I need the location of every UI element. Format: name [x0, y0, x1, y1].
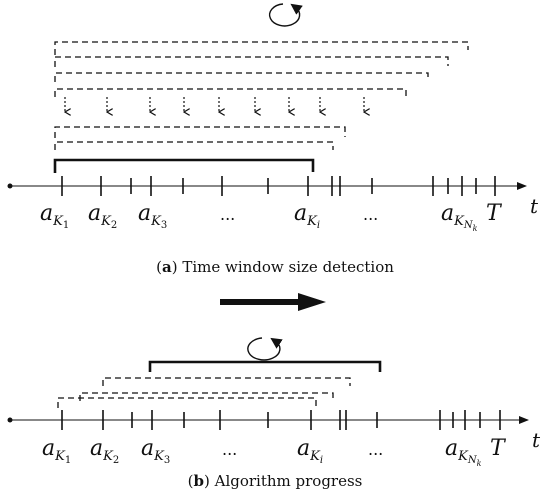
- label-a-k3: aK3: [138, 201, 167, 231]
- label-ellipsis-2: ...: [363, 205, 378, 224]
- label-T: T: [490, 436, 507, 461]
- caption-b-text: Algorithm progress: [214, 472, 363, 490]
- dashed-window: [54, 88, 407, 97]
- dashed-window: [54, 72, 429, 82]
- panel-a: aK1 aK2 aK3 ... aKi ... aKNk T t: [7, 3, 539, 233]
- progress-arrow-icon: [220, 293, 326, 311]
- timeline-a-labels: aK1 aK2 aK3 ... aKi ... aKNk T t: [40, 194, 539, 233]
- caption-a: (a) Time window size detection: [156, 258, 394, 276]
- label-a-ki: aKi: [294, 201, 320, 231]
- caption-b: (b) Algorithm progress: [187, 472, 363, 490]
- caption-a-letter: a: [161, 258, 172, 276]
- cycle-icon: [247, 337, 283, 361]
- label-t: t: [530, 194, 539, 218]
- dashed-window-stack-bottom: [54, 126, 346, 150]
- solid-window: [148, 360, 382, 372]
- label-a-k3: aK3: [141, 436, 170, 466]
- event-ticks: [61, 410, 501, 430]
- caption-a-text: Time window size detection: [182, 258, 394, 276]
- label-a-k2: aK2: [88, 201, 117, 231]
- label-ellipsis-2: ...: [368, 440, 383, 459]
- label-a-kn: aKNk: [445, 436, 482, 468]
- dashed-window: [54, 56, 449, 67]
- caption-b-letter: b: [193, 472, 204, 490]
- dashed-window: [54, 41, 469, 55]
- label-T: T: [486, 201, 503, 226]
- dashed-window-stack: [57, 377, 351, 408]
- label-t: t: [532, 428, 541, 452]
- label-a-kn: aKNk: [441, 201, 478, 233]
- dashed-window: [57, 397, 317, 408]
- timeline-a: [7, 176, 527, 196]
- label-a-k1: aK1: [40, 201, 69, 231]
- label-ellipsis-1: ...: [220, 205, 235, 224]
- panel-b: aK1 aK2 aK3 ... aKi ... aKNk T t: [7, 337, 541, 468]
- dashed-window: [102, 377, 351, 386]
- dashed-window: [54, 141, 334, 150]
- label-a-k2: aK2: [90, 436, 119, 466]
- dashed-window-stack-top: [54, 41, 469, 97]
- timeline-b: [7, 410, 529, 430]
- dashed-window: [54, 126, 346, 138]
- label-a-k1: aK1: [42, 436, 71, 466]
- solid-window: [53, 158, 315, 173]
- down-arrows-row: [65, 97, 364, 112]
- cycle-icon: [268, 3, 303, 27]
- label-ellipsis-1: ...: [222, 440, 237, 459]
- event-ticks: [61, 176, 496, 196]
- label-a-ki: aKi: [297, 436, 323, 466]
- dashed-window: [79, 392, 334, 401]
- timeline-b-labels: aK1 aK2 aK3 ... aKi ... aKNk T t: [42, 428, 541, 468]
